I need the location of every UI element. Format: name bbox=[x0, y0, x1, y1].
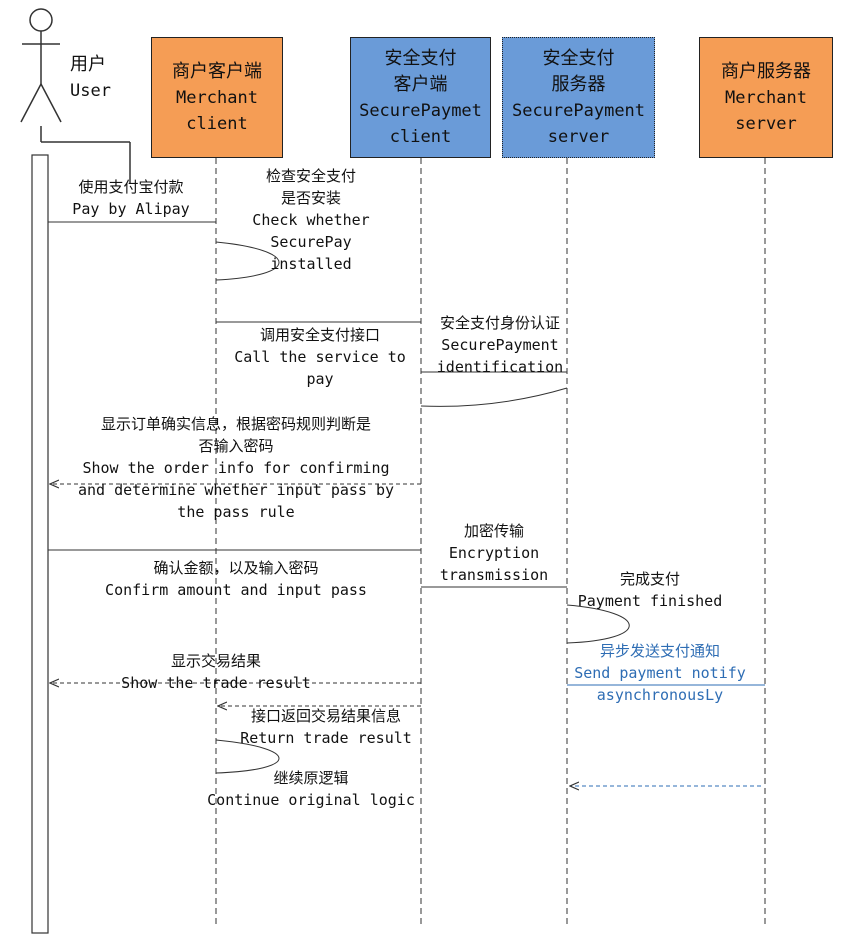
msg-continue-logic-cn: 继续原逻辑 bbox=[273, 769, 349, 787]
msg-encryption-en-2: transmission bbox=[439, 566, 549, 584]
msg-confirm-amount-label: 确认金额，以及输入密码 Confirm amount and input pas… bbox=[86, 557, 386, 601]
securepay-client-label-en-1: SecurePaymet bbox=[359, 100, 482, 121]
msg-return-result-en: Return trade result bbox=[240, 729, 412, 747]
merchant-client-label-cn: 商户客户端 bbox=[172, 60, 262, 82]
msg-check-install-cn-1: 检查安全支付 bbox=[265, 167, 356, 185]
merchant-server-label-cn: 商户服务器 bbox=[721, 60, 811, 82]
msg-payment-finished-self bbox=[566, 604, 630, 644]
msg-continue-logic-label: 继续原逻辑 Continue original logic bbox=[196, 767, 426, 811]
msg-payment-finished-cn: 完成支付 bbox=[619, 570, 680, 588]
user-label-cn: 用户 bbox=[70, 54, 106, 75]
msg-async-notify-en-2: asynchronousLy bbox=[596, 686, 724, 704]
msg-call-service-en-2: pay bbox=[306, 370, 334, 388]
msg-identification-en-1: SecurePayment bbox=[441, 336, 559, 354]
msg-return-result-label: 接口返回交易结果信息 Return trade result bbox=[228, 705, 424, 749]
msg-show-result-cn: 显示交易结果 bbox=[170, 652, 261, 670]
msg-encryption-label: 加密传输 Encryption transmission bbox=[424, 520, 564, 586]
msg-pay-alipay-label: 使用支付宝付款 Pay by Alipay bbox=[56, 176, 206, 220]
msg-call-service-label: 调用安全支付接口 Call the service to pay bbox=[222, 324, 418, 390]
securepay-client-label-cn-2: 客户端 bbox=[393, 73, 448, 95]
merchant-server-label-en-2: server bbox=[735, 113, 797, 134]
msg-pay-alipay-en: Pay by Alipay bbox=[72, 200, 190, 218]
msg-identification-label: 安全支付身份认证 SecurePayment identification bbox=[425, 312, 575, 378]
participant-securepay-client: 安全支付 客户端 SecurePaymet client bbox=[350, 37, 491, 158]
msg-show-order-cn-1: 显示订单确实信息，根据密码规则判断是 bbox=[100, 415, 371, 433]
msg-check-install-cn-2: 是否安装 bbox=[280, 189, 341, 207]
merchant-client-label-en-2: client bbox=[186, 113, 248, 134]
msg-show-order-en-1: Show the order info for confirming bbox=[82, 459, 390, 477]
user-actor-figure bbox=[20, 8, 131, 183]
user-label-en: User bbox=[70, 81, 111, 101]
msg-encryption-cn: 加密传输 bbox=[463, 522, 524, 540]
msg-check-install-en-1: Check whether bbox=[252, 211, 370, 229]
merchant-client-label-en-1: Merchant bbox=[176, 87, 258, 108]
msg-continue-logic-en: Continue original logic bbox=[207, 791, 415, 809]
merchant-server-label-en-1: Merchant bbox=[725, 87, 807, 108]
securepay-client-label-en-2: client bbox=[389, 126, 452, 147]
msg-show-order-label: 显示订单确实信息，根据密码规则判断是 否输入密码 Show the order … bbox=[56, 413, 416, 523]
msg-identification-return bbox=[420, 387, 568, 407]
msg-identification-cn: 安全支付身份认证 bbox=[439, 314, 560, 332]
msg-show-result-label: 显示交易结果 Show the trade result bbox=[96, 650, 336, 694]
msg-check-install-en-2: SecurePay bbox=[270, 233, 352, 251]
securepay-client-label-cn-1: 安全支付 bbox=[384, 47, 457, 69]
msg-continue-logic-self bbox=[215, 739, 280, 774]
msg-async-notify-en-1: Send payment notify bbox=[574, 664, 746, 682]
msg-call-service-en-1: Call the service to bbox=[234, 348, 406, 366]
msg-payment-finished-en: Payment finished bbox=[577, 592, 723, 610]
msg-payment-finished-label: 完成支付 Payment finished bbox=[570, 568, 730, 612]
msg-return-result-cn: 接口返回交易结果信息 bbox=[250, 707, 401, 725]
msg-pay-alipay-cn: 使用支付宝付款 bbox=[78, 178, 184, 196]
msg-async-notify-cn: 异步发送支付通知 bbox=[599, 642, 720, 660]
msg-call-service-cn: 调用安全支付接口 bbox=[259, 326, 380, 344]
securepay-server-label-en-2: server bbox=[547, 126, 610, 147]
msg-async-notify-label: 异步发送支付通知 Send payment notify asynchronou… bbox=[570, 640, 750, 706]
msg-show-order-en-3: the pass rule bbox=[177, 503, 295, 521]
msg-confirm-amount-cn: 确认金额，以及输入密码 bbox=[153, 559, 319, 577]
user-activation-bar bbox=[31, 154, 49, 934]
msg-check-install-label: 检查安全支付 是否安装 Check whether SecurePay inst… bbox=[236, 165, 386, 275]
msg-show-order-en-2: and determine whether input pass by bbox=[77, 481, 395, 499]
securepay-server-label-en-1: SecurePayment bbox=[511, 100, 646, 121]
msg-check-install-self bbox=[215, 241, 280, 281]
msg-show-result-en: Show the trade result bbox=[121, 674, 311, 692]
participant-merchant-client: 商户客户端 Merchant client bbox=[151, 37, 283, 158]
participant-securepay-server: 安全支付 服务器 SecurePayment server bbox=[502, 37, 655, 158]
user-actor-label: 用户 User bbox=[70, 52, 111, 104]
msg-identification-en-2: identification bbox=[436, 358, 564, 376]
securepay-server-label-cn-2: 服务器 bbox=[551, 73, 606, 95]
participant-merchant-server: 商户服务器 Merchant server bbox=[699, 37, 833, 158]
securepay-server-label-cn-1: 安全支付 bbox=[542, 47, 615, 69]
msg-confirm-amount-en: Confirm amount and input pass bbox=[105, 581, 367, 599]
msg-encryption-en-1: Encryption bbox=[448, 544, 540, 562]
msg-check-install-en-3: installed bbox=[270, 255, 352, 273]
msg-show-order-cn-2: 否输入密码 bbox=[198, 437, 274, 455]
